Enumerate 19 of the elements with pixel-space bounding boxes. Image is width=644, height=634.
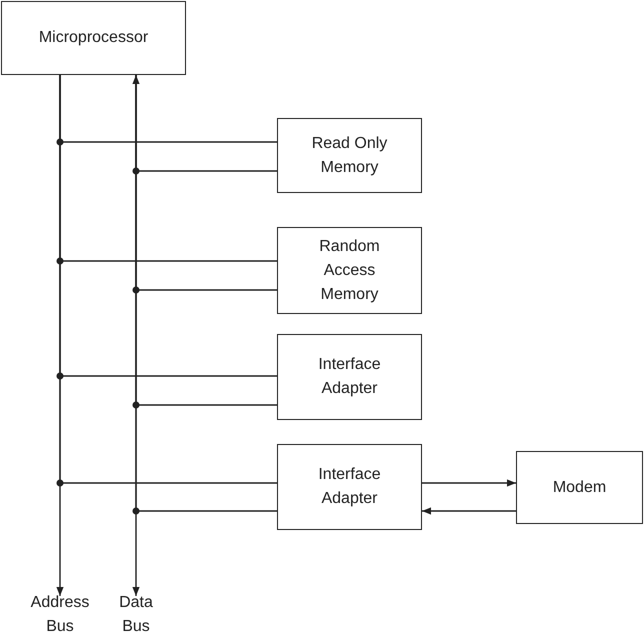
adapter-box (277, 444, 422, 530)
box-label: Microprocessor (38, 28, 148, 48)
box-label: Random Access Memory (318, 236, 381, 304)
memory-box (277, 227, 422, 314)
bus-label: Address Bus (30, 593, 90, 634)
connector-line (135, 75, 277, 512)
modem-box (516, 451, 643, 524)
double-arrow (132, 75, 140, 596)
box-label: Modem (552, 478, 606, 498)
connector-line (59, 75, 277, 484)
box-label: Read Only Memory (310, 134, 388, 178)
adapter-box (277, 334, 422, 420)
arrow (422, 479, 516, 487)
bus-label: Data Bus (118, 593, 154, 634)
arrow (422, 507, 516, 515)
box-label: Interface Adapter (317, 355, 382, 399)
processor-box (1, 1, 186, 75)
box-label: Interface Adapter (317, 465, 382, 509)
memory-box (277, 118, 422, 193)
